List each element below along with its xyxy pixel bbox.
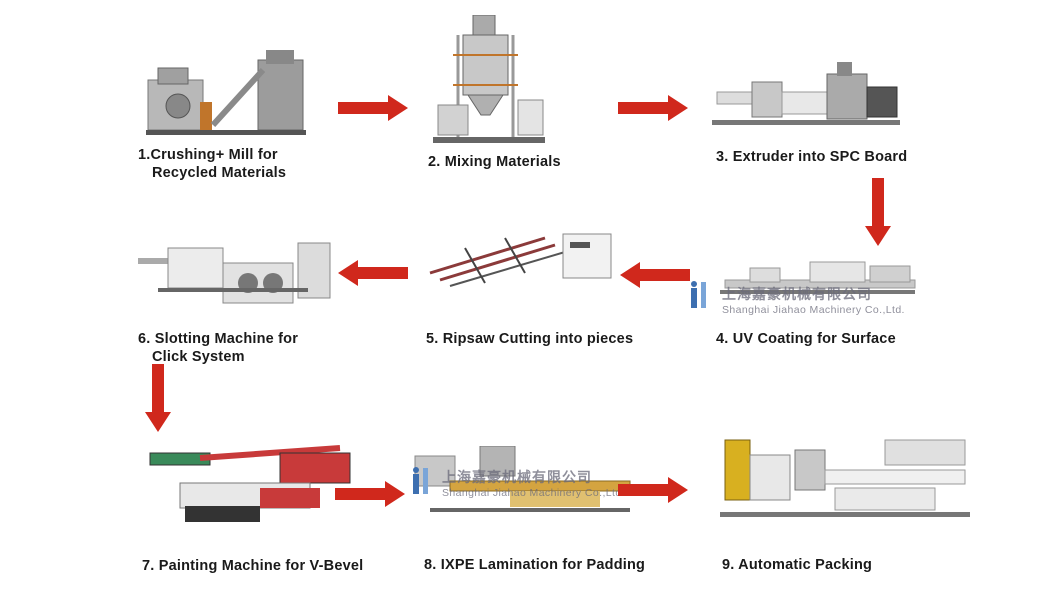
step-8-label: 8. IXPE Lamination for Padding [424,556,645,574]
step-2-label-line1: 2. Mixing Materials [428,154,561,170]
arrow-left-2 [620,262,690,288]
arrow-right-2 [618,95,688,121]
ixpe-lamination-image [414,446,631,512]
step-3-label: 3. Extruder into SPC Board [716,148,907,166]
step-9-label-line1: 9. Automatic Packing [722,557,873,573]
watermark-cn-text: 上海嘉豪机械有限公司 [442,469,592,485]
arrow-right-1 [338,95,408,121]
step-6-label-line1: 6. Slotting Machine for [138,331,299,347]
step-4-label-line1: 4. UV Coating for Surface [716,331,896,347]
step-4-label: 4. UV Coating for Surface [716,330,896,348]
watermark-en-text: Shanghai Jiahao Machinery Co.,Ltd. [722,304,905,316]
arrow-down-1 [865,178,891,246]
step-5-label-line1: 5. Ripsaw Cutting into pieces [426,331,634,347]
crusher-mill-machine-image [146,50,306,135]
step-1-label-line1: 1.Crushing+ Mill for [138,147,278,163]
company-logo-icon [691,281,706,308]
step-2-label: 2. Mixing Materials [428,153,561,171]
step-5-label: 5. Ripsaw Cutting into pieces [426,330,633,348]
step-8-label-line1: 8. IXPE Lamination for Padding [424,557,646,573]
watermark: 上海嘉豪机械有限公司 Shanghai Jiahao Machinery Co.… [442,467,625,499]
watermark-cn-text: 上海嘉豪机械有限公司 [722,286,872,302]
step-6-label-line2: Click System [152,349,245,365]
step-6-label: 6. Slotting Machine for Click System [138,330,298,366]
painting-machine-image [149,445,351,522]
arrow-right-3 [335,481,405,507]
company-logo-icon [413,467,428,494]
step-7-label: 7. Painting Machine for V-Bevel [142,557,363,575]
watermark: 上海嘉豪机械有限公司 Shanghai Jiahao Machinery Co.… [722,284,905,316]
step-3-label-line1: 3. Extruder into SPC Board [716,149,908,165]
arrow-down-2 [145,364,171,432]
uv-coating-machine-image [720,261,916,294]
slotting-machine-image [138,242,331,304]
extruder-line-image [712,62,900,125]
step-1-label-line2: Recycled Materials [152,165,287,181]
mixing-tower-image [433,15,545,143]
arrow-right-4 [618,477,688,503]
ripsaw-machine-image [429,233,612,287]
step-1-label: 1.Crushing+ Mill for Recycled Materials [138,146,286,182]
step-9-label: 9. Automatic Packing [722,556,872,574]
step-7-label-line1: 7. Painting Machine for V-Bevel [142,558,364,574]
arrow-left-1 [338,260,408,286]
watermark-en-text: Shanghai Jiahao Machinery Co.,Ltd. [442,487,625,499]
automatic-packing-image [720,439,970,517]
